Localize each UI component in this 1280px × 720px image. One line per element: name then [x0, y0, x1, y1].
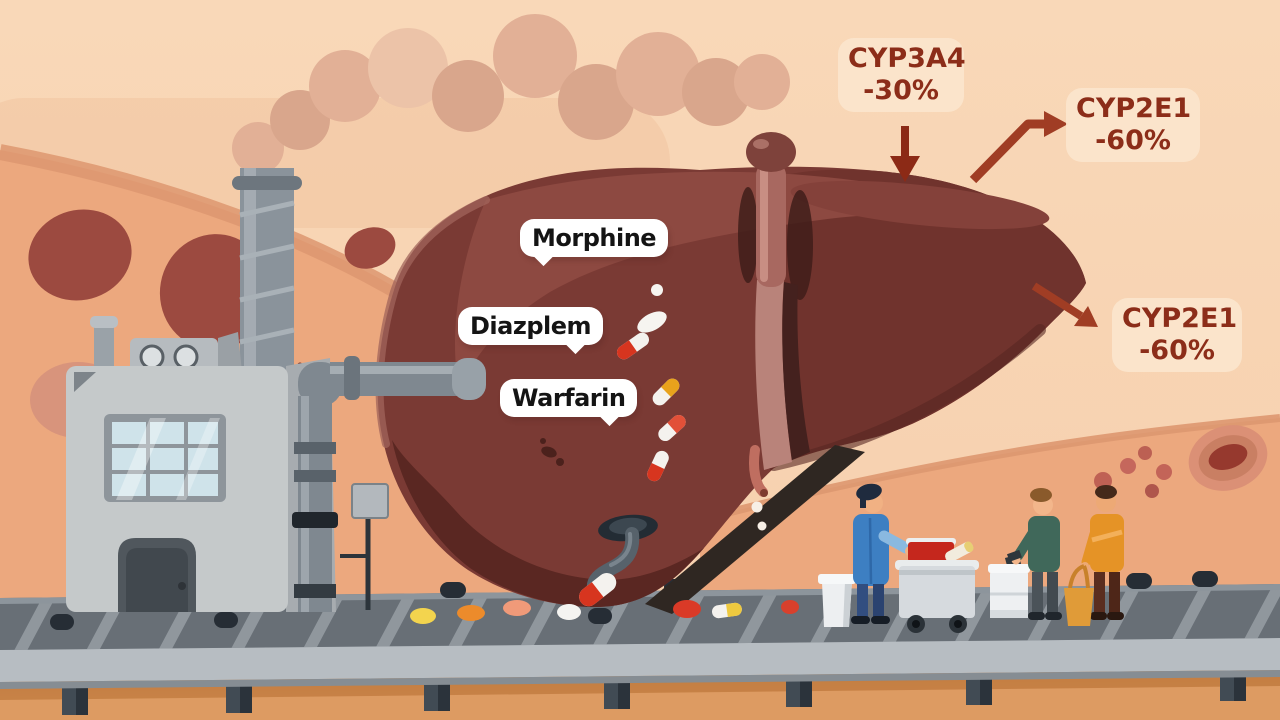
- factory-door: [118, 538, 196, 612]
- red-blood-cell-icon: [1188, 425, 1268, 491]
- factory-window: [104, 414, 226, 502]
- bile-duct-tube: [749, 445, 768, 531]
- factory-pipes: [292, 356, 486, 612]
- enzyme-change: -30%: [863, 74, 939, 106]
- worker-orange-shirt: [1064, 485, 1124, 626]
- control-panel: [340, 483, 389, 610]
- arrow-diagonal-icon: [1031, 282, 1098, 327]
- liver-stem: [746, 132, 796, 287]
- enzyme-label-cyp2e1-side: CYP2E1 -60%: [1112, 298, 1242, 372]
- drug-bubble-morphine: Morphine: [520, 219, 669, 267]
- falling-capsule: [579, 573, 617, 607]
- liver-right-lobe: [771, 169, 1086, 467]
- liver-spots: [540, 438, 564, 466]
- hill-spot: [28, 209, 132, 301]
- smoke-cloud: [232, 14, 790, 174]
- cart: [895, 538, 979, 633]
- waste-bin: [818, 574, 856, 627]
- enzyme-label-cyp2e1-top: CYP2E1 -60%: [1066, 88, 1200, 162]
- enzyme-label-cyp3a4: CYP3A4 -30%: [838, 38, 966, 112]
- drug-bubble-label: Morphine: [532, 224, 657, 252]
- enzyme-name: CYP3A4: [848, 43, 966, 74]
- drug-bubble-diazplem: Diazplem: [458, 307, 604, 355]
- enzyme-change: -60%: [1095, 124, 1171, 156]
- hill-spot: [344, 227, 396, 269]
- enzyme-change: -60%: [1139, 334, 1215, 366]
- liver-ligament: [755, 280, 792, 470]
- worker-green-shirt: [1006, 488, 1062, 620]
- liver-strut: [645, 445, 865, 614]
- arrow-bent-icon: [969, 111, 1068, 184]
- conveyor-front-rail: [0, 638, 1280, 689]
- roof-pipe: [94, 324, 114, 368]
- liver-under-shadow: [392, 440, 704, 608]
- belt-pills: [410, 600, 799, 624]
- pharmacist-figure: [851, 483, 948, 624]
- shopping-bag: [1064, 564, 1094, 626]
- enzyme-name: CYP2E1: [1076, 93, 1192, 124]
- enzyme-name: CYP2E1: [1122, 303, 1238, 334]
- liver-pills: [616, 284, 686, 482]
- arrow-down-icon: [890, 126, 920, 182]
- drug-bubble-warfarin: Warfarin: [500, 379, 638, 427]
- drug-bubble-label: Diazplem: [470, 312, 592, 340]
- annotation-arrows: [890, 111, 1098, 327]
